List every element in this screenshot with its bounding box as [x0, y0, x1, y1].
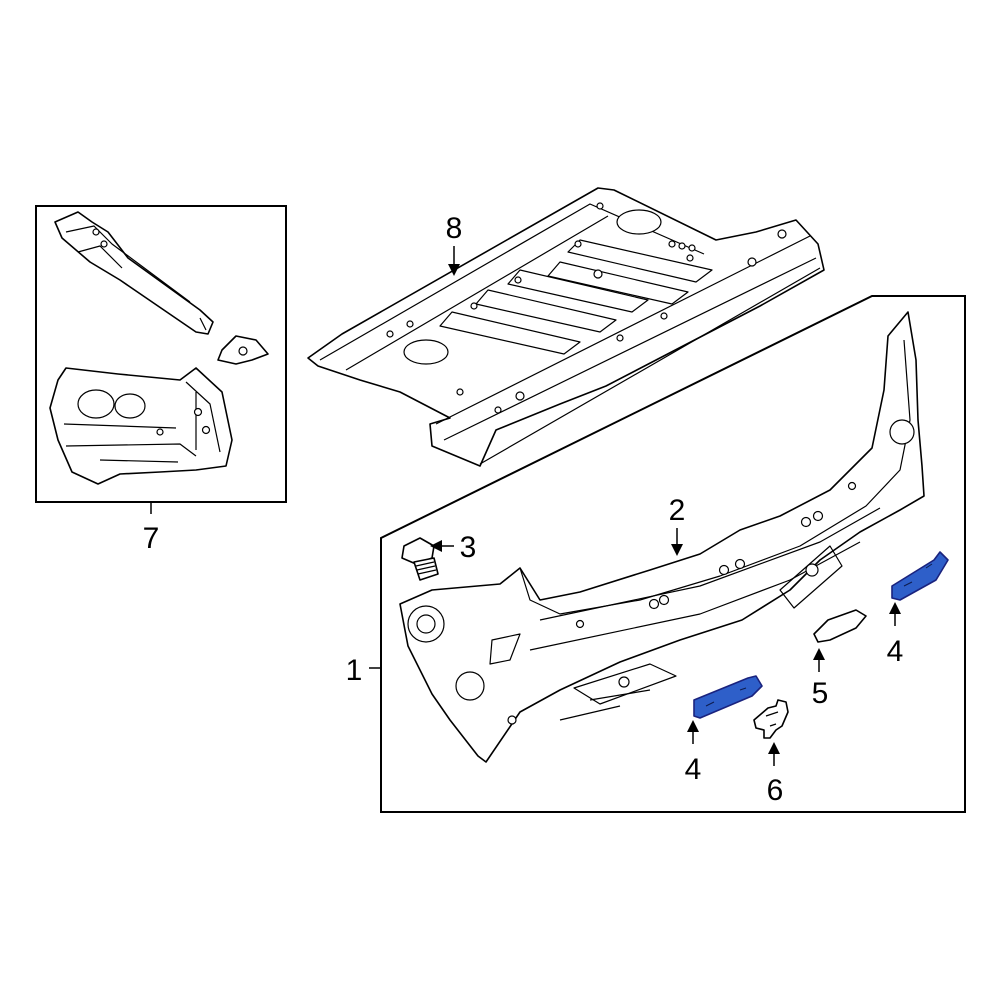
- callout-4a: 4: [685, 753, 702, 786]
- callout-8: 8: [446, 212, 463, 245]
- part-7-small-bracket: [217, 335, 269, 365]
- arrow-4b: [889, 602, 901, 614]
- part-6-clip: [753, 699, 789, 739]
- callout-3: 3: [460, 531, 477, 564]
- arrow-4a: [687, 720, 699, 732]
- part-2-rear-body-panel: [399, 311, 925, 763]
- arrow-3: [430, 540, 442, 552]
- part-7-lower-panel: [49, 367, 233, 485]
- callout-7: 7: [143, 522, 160, 555]
- arrow-8: [448, 264, 460, 276]
- arrow-6: [768, 742, 780, 754]
- callout-5: 5: [812, 677, 829, 710]
- group-frame-1: [380, 295, 966, 813]
- callout-1: 1: [346, 654, 363, 687]
- part-5-plate: [813, 609, 867, 643]
- part-8-rear-floor-pan: [307, 187, 825, 467]
- part-7-upper-rail: [54, 211, 214, 335]
- inset-frame-7: [35, 205, 287, 503]
- arrow-2: [671, 544, 683, 556]
- arrow-5: [813, 648, 825, 660]
- part-4-bracket-right: [891, 551, 949, 601]
- callout-2: 2: [669, 494, 686, 527]
- callout-4b: 4: [887, 635, 904, 668]
- part-4-bracket-left: [693, 675, 763, 719]
- part-3-bolt: [401, 537, 439, 581]
- callout-6: 6: [767, 774, 784, 807]
